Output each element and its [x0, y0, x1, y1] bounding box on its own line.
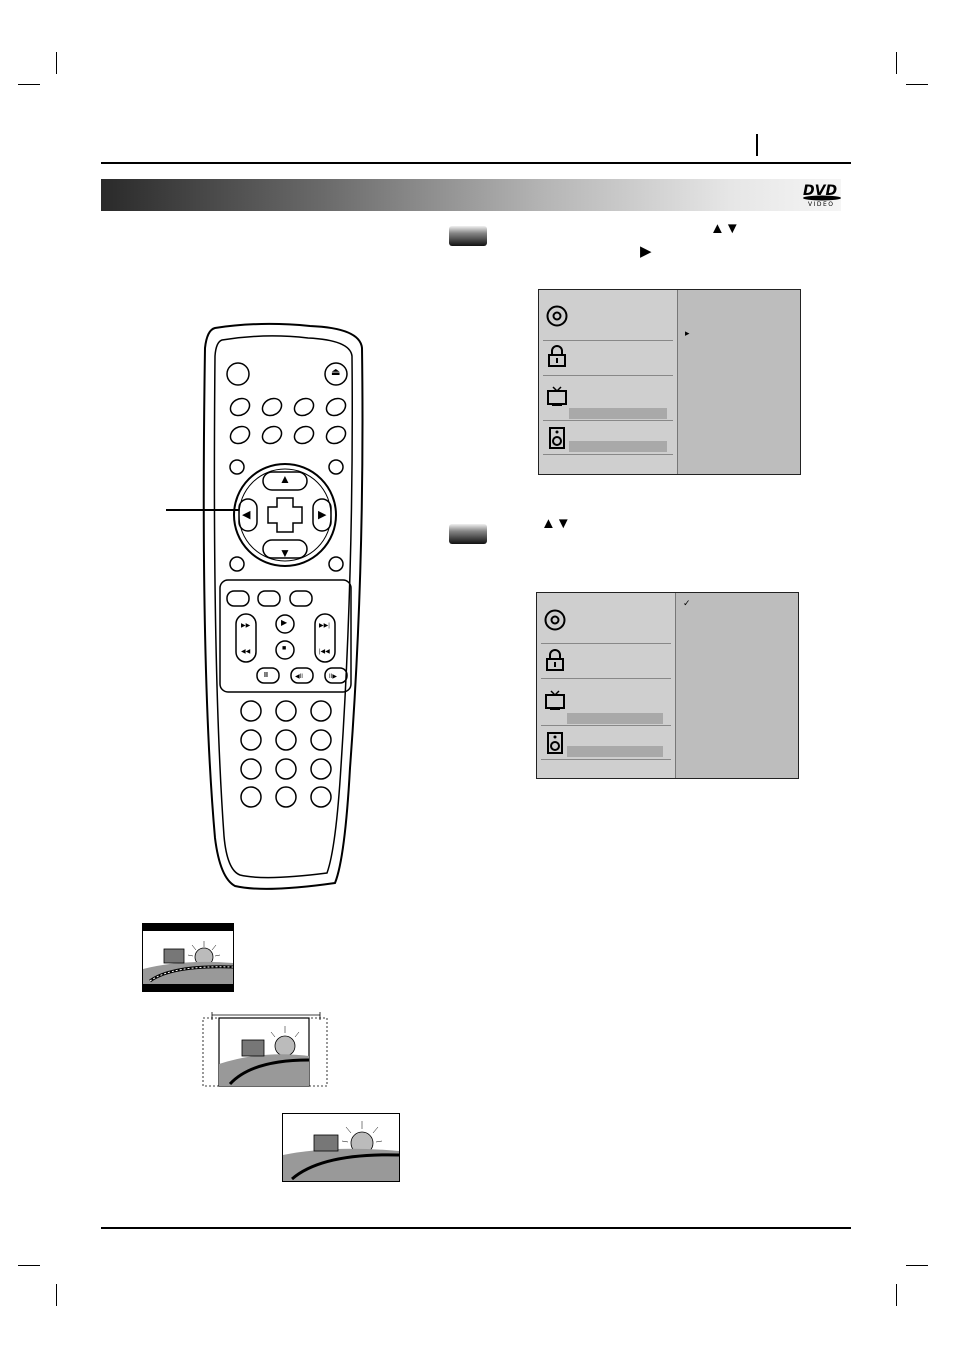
menu-right-panel — [677, 290, 800, 474]
crop-mark — [906, 1265, 928, 1266]
crop-mark — [896, 52, 897, 74]
menu-divider — [541, 678, 671, 679]
disc-icon — [546, 305, 568, 327]
menu-selector-arrow: ▸ — [685, 328, 690, 338]
menu-value-bar — [567, 746, 663, 757]
up-down-arrow-icon: ▲▼ — [541, 515, 571, 532]
section-banner — [101, 179, 841, 211]
dvd-video-logo-icon: DVD VIDEO — [803, 183, 841, 208]
up-down-arrow-icon: ▲▼ — [710, 220, 740, 237]
nav-right-arrow-icon: ▶ — [318, 509, 327, 521]
step-forward-icon: II▶ — [329, 674, 337, 680]
speaker-icon — [549, 427, 565, 449]
menu-divider — [543, 340, 673, 341]
menu-divider — [541, 725, 671, 726]
letterbox-picture-illustration — [142, 923, 234, 992]
tv-icon — [545, 690, 565, 710]
pause-icon: II — [264, 672, 268, 679]
right-arrow-icon: ▶ — [640, 243, 652, 260]
pan-scan-picture-illustration — [202, 1012, 328, 1087]
menu-value-bar — [567, 713, 663, 724]
lock-icon — [546, 649, 564, 671]
crop-mark — [56, 1284, 57, 1306]
menu-divider — [543, 375, 673, 376]
menu-divider — [543, 454, 673, 455]
reverse-scan-icon: ◀◀ — [241, 649, 251, 655]
page-number-divider — [756, 134, 758, 156]
menu-divider — [541, 759, 671, 760]
eject-icon: ⏏ — [331, 367, 341, 378]
menu-divider — [543, 420, 673, 421]
nav-up-arrow-icon: ▲ — [279, 472, 291, 486]
setup-menu-screen-1: ▸ — [538, 289, 801, 475]
forward-scan-icon: ▶▶ — [241, 623, 251, 629]
callout-line — [166, 509, 239, 511]
step-1-badge — [449, 226, 487, 246]
wide-picture-illustration — [282, 1113, 400, 1182]
remote-control-illustration — [202, 322, 364, 890]
next-chapter-icon: ▶▶| — [319, 623, 330, 629]
lock-icon — [548, 345, 566, 367]
footer-rule — [101, 1227, 851, 1229]
svg-text:VIDEO: VIDEO — [808, 201, 835, 208]
menu-value-bar — [569, 441, 667, 452]
play-icon: ▶ — [281, 618, 288, 627]
menu-divider — [541, 643, 671, 644]
crop-mark — [18, 84, 40, 85]
prev-chapter-icon: |◀◀ — [319, 649, 330, 655]
step-2-badge — [449, 524, 487, 544]
stop-icon: ■ — [282, 645, 287, 652]
setup-menu-screen-2: ✓ — [536, 592, 799, 779]
nav-down-arrow-icon: ▼ — [279, 546, 291, 560]
header-rule — [101, 162, 851, 164]
tv-icon — [547, 386, 567, 406]
svg-text:DVD: DVD — [803, 183, 837, 199]
step-back-icon: ◀II — [295, 674, 303, 680]
speaker-icon — [547, 732, 563, 754]
menu-right-panel — [675, 593, 798, 778]
crop-mark — [896, 1284, 897, 1306]
crop-mark — [18, 1265, 40, 1266]
menu-value-bar — [569, 408, 667, 419]
disc-icon — [544, 609, 566, 631]
menu-check-mark: ✓ — [683, 598, 691, 608]
nav-left-arrow-icon: ◀ — [242, 509, 251, 521]
crop-mark — [56, 52, 57, 74]
crop-mark — [906, 84, 928, 85]
